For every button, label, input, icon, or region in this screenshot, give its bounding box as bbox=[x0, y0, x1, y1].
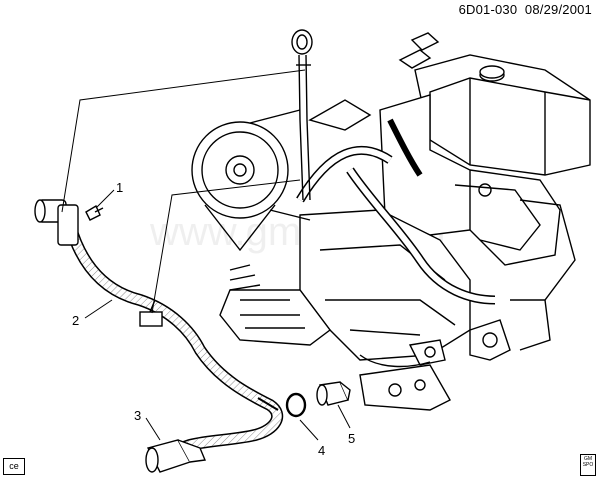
callout-4: 4 bbox=[318, 443, 325, 458]
engine-block bbox=[191, 32, 591, 411]
bolt-part bbox=[85, 204, 104, 221]
callout-2: 2 bbox=[72, 313, 79, 328]
gm-spo-badge: GM SPO bbox=[580, 454, 596, 476]
dipstick-tube bbox=[291, 29, 313, 201]
footer-code: ce bbox=[3, 458, 25, 475]
knock-sensor bbox=[145, 439, 206, 473]
diagram-ref: 6D01-030 bbox=[458, 2, 518, 17]
diagram-date: 08/29/2001 bbox=[524, 2, 592, 17]
o-ring bbox=[285, 392, 307, 418]
callout-1: 1 bbox=[116, 180, 123, 195]
callout-5: 5 bbox=[348, 431, 355, 446]
sensor-plug bbox=[316, 381, 351, 406]
callout-3: 3 bbox=[134, 408, 141, 423]
badge-line-1: GM bbox=[583, 456, 593, 462]
badge-line-2: SPO bbox=[582, 462, 594, 468]
header-line: 6D01-030 08/29/2001 bbox=[459, 2, 592, 17]
leader-lines bbox=[61, 69, 351, 441]
